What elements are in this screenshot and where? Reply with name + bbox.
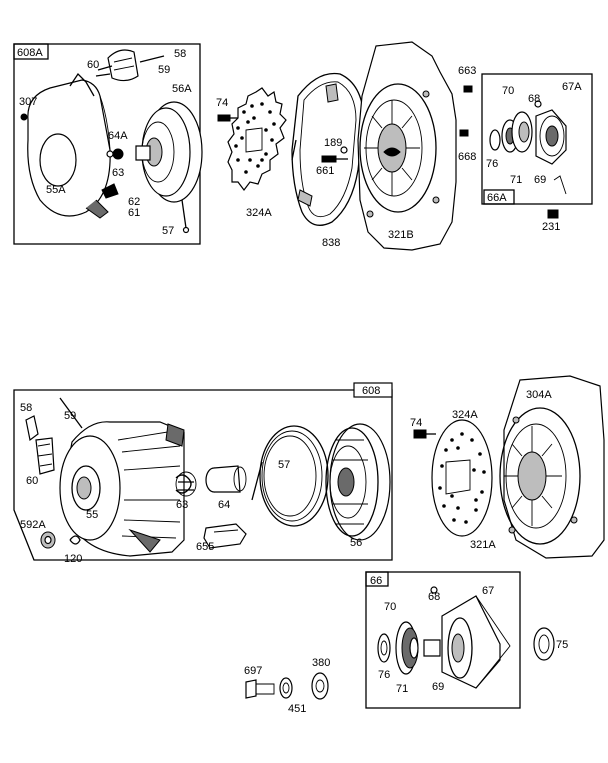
- label-59: 59: [158, 64, 170, 76]
- box-608: 608: [13, 382, 393, 561]
- label-70: 70: [502, 85, 514, 97]
- label-58-bottom: 58: [20, 402, 32, 414]
- label-76: 76: [486, 158, 498, 170]
- label-68-bottom: 68: [428, 591, 440, 603]
- label-60: 60: [87, 59, 99, 71]
- box-608-label: 608: [362, 385, 380, 397]
- label-55: 55: [86, 509, 98, 521]
- blower-housing-55: [59, 421, 185, 557]
- nut-592A-washer-120: [40, 531, 81, 549]
- flywheel-screen-324A-bottom: [431, 419, 493, 537]
- label-304A: 304A: [526, 389, 552, 401]
- flywheel-screen-324A-top: [227, 87, 287, 191]
- box-66A: 66A: [481, 73, 593, 205]
- label-668: 668: [458, 151, 476, 163]
- label-324A: 324A: [246, 207, 272, 219]
- label-71-bottom: 71: [396, 683, 408, 695]
- label-321A: 321A: [470, 539, 496, 551]
- label-55A: 55A: [46, 184, 66, 196]
- label-120: 120: [64, 553, 82, 565]
- bolt-661-189: [321, 146, 348, 163]
- box-66-label: 66: [370, 575, 382, 587]
- label-69-bottom: 69: [432, 681, 444, 693]
- label-67A: 67A: [562, 81, 582, 93]
- label-56: 56: [350, 537, 362, 549]
- labels-66: 68 67 70 75 76 71 69: [378, 585, 568, 695]
- label-63-bottom: 63: [176, 499, 188, 511]
- label-231: 231: [542, 221, 560, 233]
- label-663: 663: [458, 65, 476, 77]
- label-76-bottom: 76: [378, 669, 390, 681]
- screws-663-668: [459, 85, 473, 137]
- label-69: 69: [534, 174, 546, 186]
- label-451: 451: [288, 703, 306, 715]
- box-608A-label: 608A: [17, 47, 43, 59]
- label-57-bottom: 57: [278, 459, 290, 471]
- box-66: 66: [365, 571, 521, 709]
- cup-64: [205, 465, 247, 493]
- labels-608A: 58 60 59 56A 307 64A 63 55A 62 61 57: [19, 48, 192, 237]
- clutch-assembly-66: [377, 586, 511, 689]
- blower-housing-55A: [27, 72, 111, 219]
- labels-top-center: 74 324A 838 189 661 321B 663 668: [216, 65, 476, 249]
- label-592A: 592A: [20, 519, 46, 531]
- label-63: 63: [112, 167, 124, 179]
- label-75: 75: [556, 639, 568, 651]
- label-61: 61: [128, 207, 140, 219]
- label-307: 307: [19, 96, 37, 108]
- label-661: 661: [316, 165, 334, 177]
- label-58: 58: [174, 48, 186, 60]
- label-64A: 64A: [108, 130, 128, 142]
- label-324A-bottom: 324A: [452, 409, 478, 421]
- washer-380: [311, 672, 329, 700]
- label-74: 74: [216, 97, 228, 109]
- screw-74-bottom: [413, 429, 436, 439]
- label-60-bottom: 60: [26, 475, 38, 487]
- baffle-838: [291, 72, 365, 226]
- labels-608: 58 59 60 55 63 64 57 56 655 592A 120: [20, 402, 362, 565]
- label-64-bottom: 64: [218, 499, 230, 511]
- labels-66A: 70 68 67A 76 71 69 231: [486, 81, 582, 233]
- washer-75: [533, 627, 555, 661]
- label-380: 380: [312, 657, 330, 669]
- label-56A: 56A: [172, 83, 192, 95]
- label-57: 57: [162, 225, 174, 237]
- rope-handle-top: [95, 49, 165, 82]
- label-59-bottom: 59: [64, 410, 76, 422]
- label-838: 838: [322, 237, 340, 249]
- label-655: 655: [196, 541, 214, 553]
- labels-hardware: 697 380 451: [244, 657, 330, 715]
- label-68: 68: [528, 93, 540, 105]
- label-71: 71: [510, 174, 522, 186]
- bolt-697: [245, 679, 275, 699]
- rope-handle-bottom: [25, 397, 83, 475]
- small-parts-608A: [20, 113, 124, 199]
- label-62: 62: [128, 196, 140, 208]
- spring-63: [175, 471, 197, 497]
- label-67: 67: [482, 585, 494, 597]
- clutch-assembly-66A: [489, 100, 567, 195]
- screw-74-top: [217, 114, 238, 122]
- blower-housing-321B: [357, 41, 457, 251]
- clip-655: [203, 523, 247, 549]
- spring-57: [251, 425, 329, 527]
- label-74-bottom: 74: [410, 417, 422, 429]
- labels-bottom-right: 74 324A 304A 321A: [410, 389, 552, 551]
- washer-451: [279, 677, 293, 699]
- blower-housing-321A: [499, 375, 605, 559]
- pulley-56: [325, 423, 391, 541]
- starter-pulley-56A: [135, 101, 203, 234]
- box-66A-label: 66A: [487, 192, 507, 204]
- label-189: 189: [324, 137, 342, 149]
- screw-231: [547, 209, 559, 219]
- label-70-bottom: 70: [384, 601, 396, 613]
- label-697: 697: [244, 665, 262, 677]
- label-321B: 321B: [388, 229, 414, 241]
